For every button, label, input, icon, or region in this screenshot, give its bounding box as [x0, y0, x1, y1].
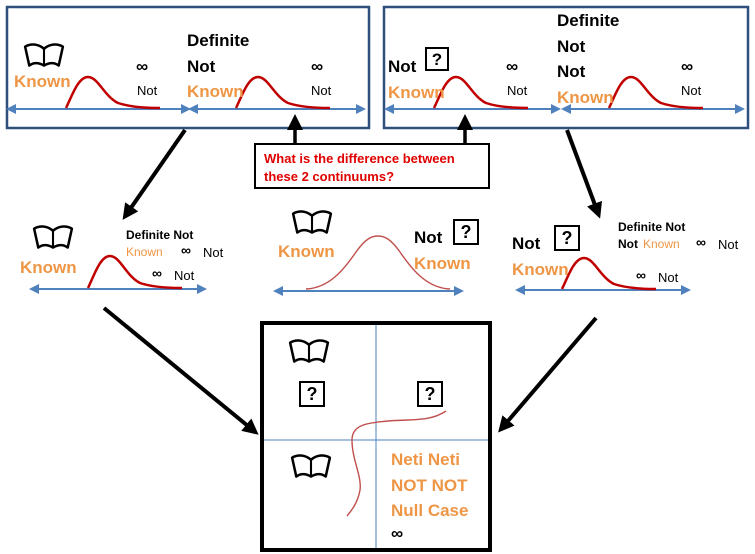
open-book-icon — [23, 43, 65, 67]
known-label: Known — [414, 254, 471, 273]
not-label: Not — [137, 83, 158, 98]
infinity-symbol: ∞ — [152, 265, 162, 281]
skewed-distribution-curve — [560, 256, 657, 291]
bell-curve — [305, 235, 451, 290]
skewed-distribution-curve — [64, 75, 161, 110]
infinity-symbol: ∞ — [636, 267, 646, 283]
definite-label: Definite — [557, 11, 620, 30]
definite-not-label: Definite Not — [618, 220, 686, 234]
difference-callout: What is the difference between these 2 c… — [254, 143, 490, 189]
connector-arrow — [122, 128, 187, 220]
skewed-distribution-curve — [607, 75, 704, 110]
wavy-curve — [346, 410, 447, 517]
not-not-label: NOT NOT — [391, 476, 468, 495]
definite-label: Definite — [187, 31, 250, 50]
question-box-icon: ? — [453, 219, 479, 245]
skewed-distribution-curve — [86, 254, 183, 290]
known-label: Known — [643, 237, 680, 251]
top-left-panel — [5, 5, 371, 130]
not-label: Not — [557, 62, 586, 81]
null-case-label: Null Case — [391, 501, 469, 520]
known-label: Known — [126, 245, 163, 259]
not-label: Not — [512, 234, 541, 253]
known-label: Known — [512, 260, 569, 279]
infinity-symbol: ∞ — [136, 57, 149, 76]
not-label: Not — [187, 57, 216, 76]
known-label: Known — [14, 72, 71, 91]
infinity-symbol: ∞ — [391, 524, 404, 543]
known-label: Known — [278, 242, 335, 261]
connector-arrow — [498, 316, 598, 433]
not-label: Not — [388, 57, 417, 76]
known-label: Known — [388, 83, 445, 102]
skewed-distribution-curve — [234, 75, 331, 110]
open-book-icon — [290, 454, 332, 478]
known-label: Known — [187, 82, 244, 101]
not-label: Not — [718, 237, 739, 252]
neti-neti-label: Neti Neti — [391, 450, 460, 469]
not-label: Not — [557, 37, 586, 56]
question-box-icon: ? — [425, 47, 449, 71]
question-box-icon: ? — [417, 381, 443, 407]
open-book-icon — [291, 210, 333, 234]
question-box-icon: ? — [554, 225, 580, 251]
not-label: Not — [203, 245, 224, 260]
not-label: Not — [507, 83, 528, 98]
infinity-symbol: ∞ — [506, 57, 519, 76]
open-book-icon — [288, 339, 330, 363]
infinity-symbol: ∞ — [181, 242, 191, 258]
open-book-icon — [32, 225, 74, 249]
connector-arrow — [102, 306, 259, 435]
connector-arrow — [565, 129, 602, 219]
known-label: Known — [20, 258, 77, 277]
not-label: Not — [618, 237, 638, 251]
infinity-symbol: ∞ — [311, 57, 324, 76]
question-box-icon: ? — [299, 381, 325, 407]
infinity-symbol: ∞ — [681, 57, 694, 76]
not-label: Not — [658, 270, 679, 285]
top-right-panel — [382, 5, 750, 130]
not-label: Not — [414, 228, 443, 247]
not-label: Not — [174, 268, 195, 283]
skewed-distribution-curve — [432, 75, 529, 110]
not-label: Not — [311, 83, 332, 98]
infinity-symbol: ∞ — [696, 234, 706, 250]
known-label: Known — [557, 88, 614, 107]
definite-not-label: Definite Not — [126, 228, 194, 242]
not-label: Not — [681, 83, 702, 98]
